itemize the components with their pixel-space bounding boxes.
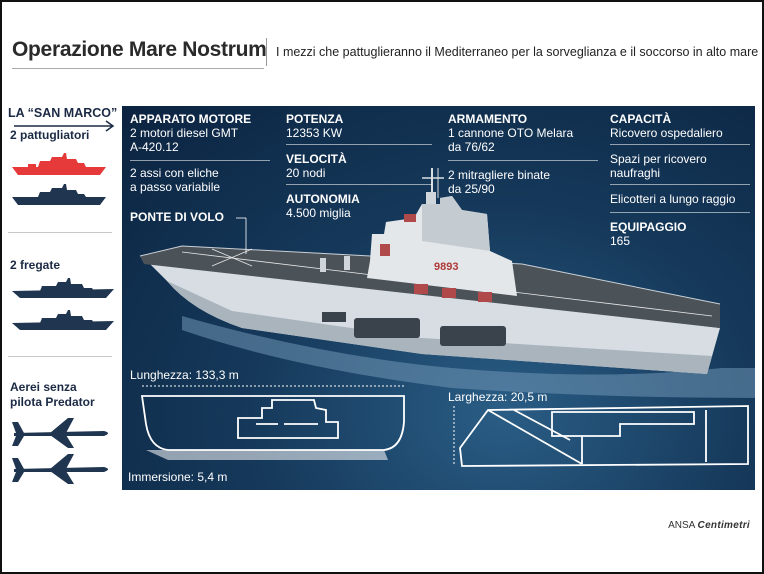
crew-spec: EQUIPAGGIO 165	[610, 220, 686, 248]
crew-heading: EQUIPAGGIO	[610, 220, 687, 234]
range-value: 4.500 miglia	[286, 206, 351, 220]
length-label: Lunghezza: 133,3 m	[130, 368, 239, 382]
spec-rule	[286, 144, 432, 145]
spec-rule	[130, 160, 270, 161]
power-spec: POTENZA 12353 KW	[286, 112, 343, 140]
patrol-boat-icon	[12, 184, 106, 205]
capacity-spec: CAPACITÀ Ricovero ospedaliero	[610, 112, 723, 140]
capacity-line: Spazi per ricovero	[610, 152, 707, 166]
drones-label-line1: Aerei senza	[10, 380, 77, 394]
capacity-line: naufraghi	[610, 166, 661, 180]
arrow-right-icon	[14, 120, 115, 132]
power-heading: POTENZA	[286, 112, 344, 126]
ship-name-label: LA “SAN MARCO”	[8, 106, 118, 120]
predator-drone-icon	[12, 454, 108, 484]
range-heading: AUTONOMIA	[286, 192, 360, 206]
capacity-line: Elicotteri a lungo raggio	[610, 192, 736, 206]
credit-brand: Centimetri	[697, 520, 750, 531]
hull-number: 9893	[434, 261, 458, 273]
frigate-icon	[12, 310, 114, 330]
predator-drone-icon	[12, 418, 108, 448]
power-value: 12353 KW	[286, 126, 343, 140]
frigate-icon	[12, 278, 114, 298]
patrol-boats-label: 2 pattugliatori	[10, 128, 90, 142]
engine-line: 2 assi con eliche	[130, 166, 219, 180]
armament-line: 1 cannone OTO Melara	[448, 126, 574, 140]
spec-rule	[610, 212, 750, 213]
engine-heading: APPARATO MOTORE	[130, 112, 252, 126]
left-separator	[8, 232, 112, 233]
engine-line: A-420.12	[130, 140, 179, 154]
speed-value: 20 nodi	[286, 166, 326, 180]
armament-heading: ARMAMENTO	[448, 112, 528, 126]
spec-rule	[610, 144, 750, 145]
ship-specs-panel: 9893 APPARATO MOTORE 2 motori diesel GM	[122, 106, 755, 490]
spec-rule	[610, 184, 750, 185]
drones-label-line2: pilota Predator	[10, 395, 95, 409]
frigates-label: 2 fregate	[10, 258, 61, 272]
capacity-heading: CAPACITÀ	[610, 112, 672, 126]
width-label: Larghezza: 20,5 m	[448, 390, 548, 404]
draft-label: Immersione: 5,4 m	[128, 470, 228, 484]
spec-rule	[286, 184, 432, 185]
credit: ANSA Centimetri	[668, 520, 750, 531]
page-subtitle: I mezzi che pattuglieranno il Mediterran…	[276, 45, 759, 59]
page-title: Operazione Mare Nostrum	[12, 38, 267, 61]
engine-spec: APPARATO MOTORE 2 motori diesel GMT A-42…	[130, 112, 251, 154]
top-view-schematic	[459, 405, 749, 467]
crew-value: 165	[610, 234, 631, 248]
propeller-spec: 2 assi con eliche a passo variabile	[130, 166, 220, 194]
shelter-spec: Spazi per ricovero naufraghi	[610, 152, 707, 180]
spec-rule	[448, 160, 598, 161]
left-separator	[8, 356, 112, 357]
title-separator	[266, 38, 267, 66]
armament-line: 2 mitragliere binate	[448, 168, 551, 182]
armament-line: da 76/62	[448, 140, 495, 154]
deck-spec: PONTE DI VOLO	[130, 210, 224, 224]
credit-prefix: ANSA	[668, 520, 695, 531]
speed-spec: VELOCITÀ 20 nodi	[286, 152, 347, 180]
armament-spec: ARMAMENTO 1 cannone OTO Melara da 76/62	[448, 112, 573, 154]
helicopter-spec: Elicotteri a lungo raggio	[610, 192, 735, 206]
draft-band	[146, 450, 388, 460]
ship-illustration: 9893	[139, 168, 755, 467]
engine-line: a passo variabile	[130, 180, 221, 194]
armament-line: da 25/90	[448, 182, 495, 196]
capacity-line: Ricovero ospedaliero	[610, 126, 723, 140]
range-spec: AUTONOMIA 4.500 miglia	[286, 192, 360, 220]
patrol-boat-red-icon	[12, 153, 106, 175]
deck-heading: PONTE DI VOLO	[130, 210, 225, 224]
side-profile-schematic	[140, 395, 405, 451]
guns-spec: 2 mitragliere binate da 25/90	[448, 168, 550, 196]
header-rule	[12, 68, 264, 69]
engine-line: 2 motori diesel GMT	[130, 126, 239, 140]
speed-heading: VELOCITÀ	[286, 152, 347, 166]
